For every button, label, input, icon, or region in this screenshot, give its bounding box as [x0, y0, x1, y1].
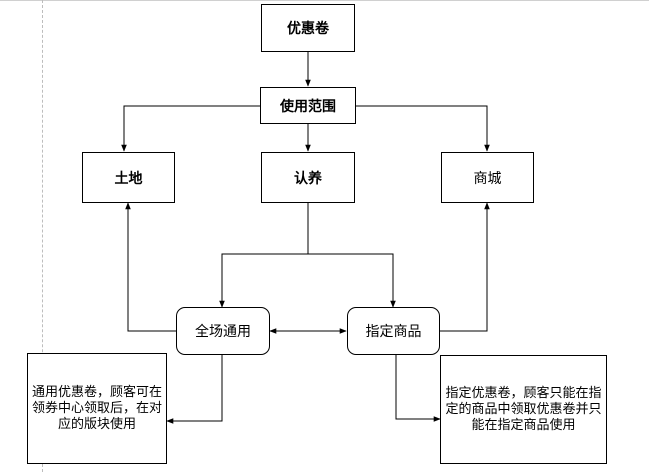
- node-specified-label: 指定商品: [365, 324, 422, 340]
- node-universal[interactable]: 全场通用: [176, 307, 270, 355]
- page-left-guide: [42, 0, 43, 472]
- node-mall-label: 商城: [473, 170, 502, 187]
- node-adopt-label: 认养: [294, 170, 322, 187]
- node-land[interactable]: 土地: [82, 152, 175, 203]
- node-universal-label: 全场通用: [195, 324, 251, 340]
- node-universal-note[interactable]: 通用优惠卷，顾客可在领券中心领取后，在对应的版块使用: [27, 353, 167, 464]
- node-usage-scope-label: 使用范围: [280, 98, 336, 115]
- edge-universal-to-note: [166, 355, 223, 424]
- node-coupon[interactable]: 优惠卷: [261, 4, 355, 52]
- edge-scope-to-mall: [356, 105, 490, 152]
- node-universal-note-text: 通用优惠卷，顾客可在领券中心领取后，在对应的版块使用: [31, 384, 162, 432]
- node-specified-note[interactable]: 指定优惠卷，顾客只能在指定的商品中领取优惠卷并只能在指定商品使用: [440, 355, 607, 464]
- edge-adopt-to-universal: [219, 203, 309, 308]
- edge-adopt-to-specified: [308, 253, 396, 308]
- edge-specified-to-note: [395, 355, 441, 422]
- node-land-label: 土地: [114, 170, 143, 187]
- page-top-border: [0, 0, 649, 1]
- edge-universal-to-land: [125, 202, 176, 332]
- node-coupon-label: 优惠卷: [287, 21, 329, 37]
- node-specified[interactable]: 指定商品: [347, 307, 440, 355]
- node-specified-note-text: 指定优惠卷，顾客只能在指定的商品中领取优惠卷并只能在指定商品使用: [445, 385, 602, 433]
- edge-specified-to-mall: [440, 202, 490, 332]
- node-adopt[interactable]: 认养: [261, 152, 355, 203]
- edge-scope-to-land: [121, 105, 260, 152]
- node-mall[interactable]: 商城: [441, 152, 534, 203]
- node-usage-scope[interactable]: 使用范围: [260, 87, 356, 124]
